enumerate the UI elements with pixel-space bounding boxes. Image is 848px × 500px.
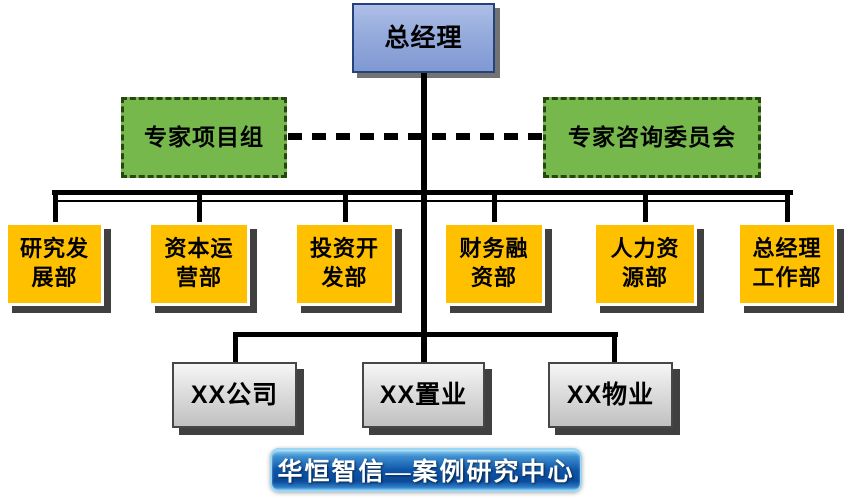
node-subsidiary-real-estate: XX置业 [362,362,485,428]
node-dept-gm-office: 总经理 工作部 [737,222,837,306]
node-dept-research-development: 研究发 展部 [5,222,104,306]
node-dept-capital-operations: 资本运 营部 [148,222,250,306]
node-dept-human-resources: 人力资 源部 [593,222,697,306]
node-dept-finance-financing: 财务融 资部 [443,222,545,306]
connector-subsidiary-stub [233,334,238,363]
connector-subsidiary-stub [421,334,427,363]
node-subsidiary-property: XX物业 [548,362,673,428]
connector-dept-stub [785,193,790,223]
footer-banner: 华恒智信—案例研究中心 [270,448,582,492]
connector-dept-stub [492,193,497,223]
node-dept-investment-development: 投资开 发部 [294,222,395,306]
connector-dept-stub [343,193,348,223]
connector-dept-horizontal-2 [57,200,790,202]
connector-advisory-dashed [288,133,544,140]
connector-dept-horizontal [52,190,793,195]
node-expert-project-group: 专家项目组 [121,97,287,178]
node-expert-advisory-committee: 专家咨询委员会 [543,97,761,178]
connector-subsidiary-stub [612,334,617,363]
connector-dept-stub [53,193,58,223]
node-general-manager: 总经理 [352,3,495,73]
connector-root-vertical [421,73,427,362]
connector-dept-stub [643,193,648,223]
node-subsidiary-company: XX公司 [172,362,297,428]
connector-dept-stub [197,193,202,223]
